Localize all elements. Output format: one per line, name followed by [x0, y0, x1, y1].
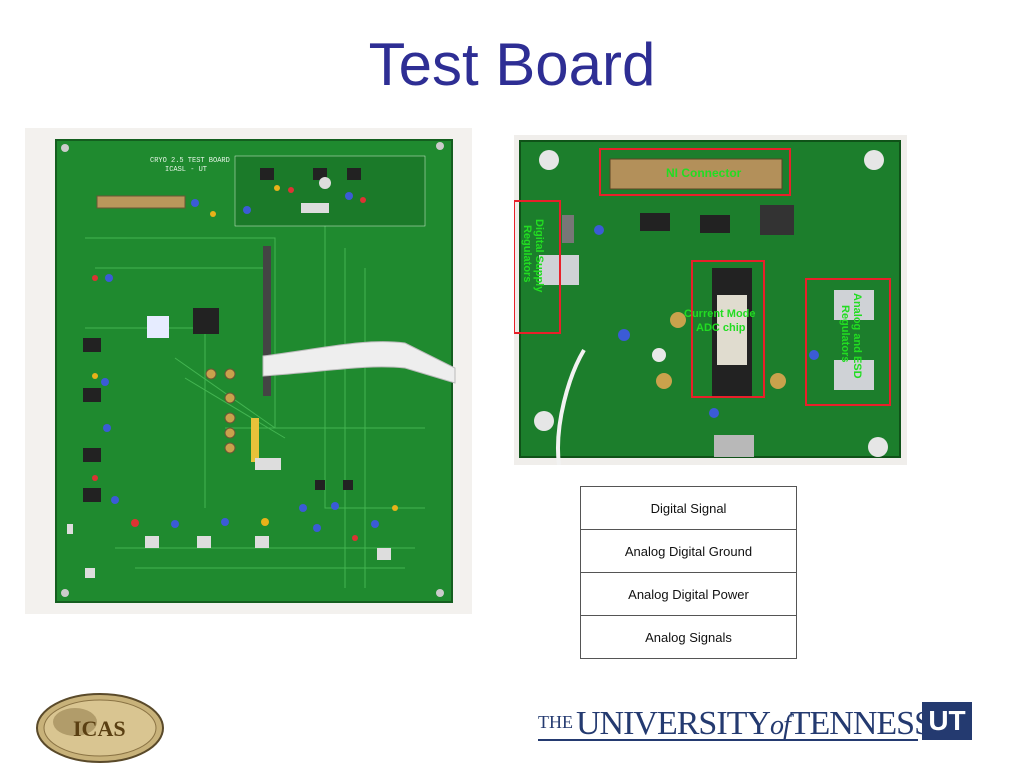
- signal-legend: Digital Signal Analog Digital Ground Ana…: [580, 486, 797, 659]
- slide-title: Test Board: [368, 31, 656, 98]
- legend-row-analog-digital-power: Analog Digital Power: [581, 573, 796, 616]
- test-board-photo: CRYO 2.5 TEST BOARD ICASL - UT: [25, 128, 472, 614]
- legend-row-analog-signals: Analog Signals: [645, 629, 732, 645]
- icas-logo-text: ICAS: [73, 716, 126, 741]
- current-mode-label-line1: Current Mode: [684, 308, 756, 320]
- legend-row-digital-signal: Digital Signal: [581, 487, 796, 530]
- digital-supply-box: [513, 200, 561, 334]
- board-title-line2: ICASL - UT: [165, 166, 207, 174]
- legend-row-analog-digital-ground: Analog Digital Ground: [581, 530, 796, 573]
- current-mode-box: [691, 260, 765, 398]
- ut-the: THE: [538, 712, 573, 732]
- adc-board-illustration: NI Connector Digital Supply Regulators C…: [513, 135, 907, 466]
- icas-logo-graphic: ICAS: [36, 693, 164, 763]
- board-title-line1: CRYO 2.5 TEST BOARD: [150, 157, 230, 165]
- digital-supply-label-line2: Regulators: [521, 225, 533, 282]
- ut-university: UNIVERSITY: [576, 705, 771, 742]
- ut-box-logo: UT: [922, 702, 972, 740]
- university-of-tennessee-logo: THEUNIVERSITYofTENNESSEE UT: [538, 702, 974, 742]
- icas-logo: ICAS: [35, 692, 165, 764]
- ut-wordmark: THEUNIVERSITYofTENNESSEE: [538, 702, 973, 742]
- pcb-illustration: CRYO 2.5 TEST BOARD ICASL - UT: [25, 128, 472, 614]
- ni-connector-box: [599, 148, 791, 196]
- digital-supply-label: Digital Supply: [533, 219, 545, 293]
- current-mode-label-line2: ADC chip: [696, 322, 746, 334]
- adc-board-photo: NI Connector Digital Supply Regulators C…: [513, 135, 907, 466]
- ut-underline: [538, 739, 918, 741]
- analog-esd-label: Analog and ESD: [851, 293, 863, 379]
- ni-connector-label: NI Connector: [666, 166, 742, 180]
- analog-esd-box: [805, 278, 891, 406]
- ut-of: of: [769, 710, 791, 741]
- analog-esd-label-line2: Regulators: [839, 305, 851, 362]
